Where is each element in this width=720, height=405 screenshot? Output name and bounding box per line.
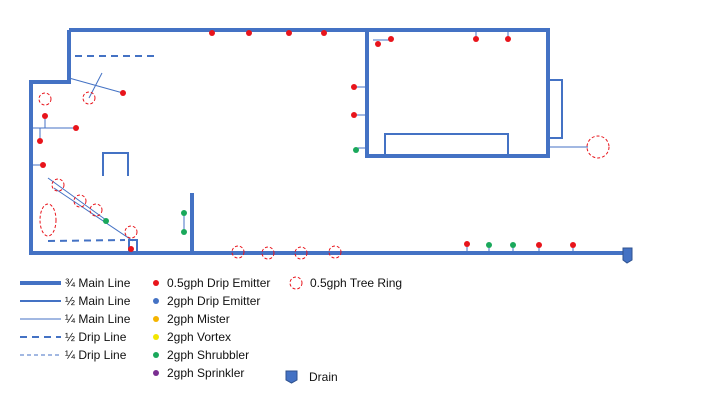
legend-label: ¼ Main Line xyxy=(65,312,131,326)
floor-plan-lines xyxy=(29,28,633,264)
shrubbler xyxy=(181,210,187,216)
legend-dot xyxy=(153,370,159,376)
shrubbler xyxy=(103,218,109,224)
drip-emitter-05gph xyxy=(536,242,542,248)
drip-emitter-05gph xyxy=(473,36,479,42)
tree-ring xyxy=(328,245,342,259)
half-main-closet xyxy=(102,152,129,176)
tree-ring xyxy=(38,92,52,106)
drip-emitter-05gph xyxy=(388,36,394,42)
legend-dot xyxy=(153,298,159,304)
drip-emitter-05gph xyxy=(128,246,134,252)
legend-label: 0.5gph Tree Ring xyxy=(310,276,402,290)
drip-emitter-05gph xyxy=(570,242,576,248)
legend-dot xyxy=(153,280,159,286)
shrubbler xyxy=(510,242,516,248)
tree-ring xyxy=(231,245,245,259)
drain-icon xyxy=(285,370,298,384)
legend-label: 2gph Sprinkler xyxy=(167,366,244,380)
legend-label: 2gph Drip Emitter xyxy=(167,294,260,308)
legend: ¾ Main Line ½ Main Line ¼ Main Line ½ Drip … xyxy=(20,276,402,384)
drip-emitter-05gph xyxy=(464,241,470,247)
drip-emitter-05gph xyxy=(42,113,48,119)
tree-ring xyxy=(89,203,103,217)
half-main-east-bump xyxy=(548,79,563,139)
drip-emitter-05gph xyxy=(286,30,292,36)
drip-emitter-05gph xyxy=(321,30,327,36)
drip-emitter-05gph xyxy=(40,162,46,168)
tree-ring xyxy=(124,225,138,239)
shrubbler xyxy=(181,229,187,235)
legend-label: ¾ Main Line xyxy=(65,276,131,290)
tree-ring xyxy=(82,91,96,105)
drip-emitter-05gph xyxy=(246,30,252,36)
tree-ring xyxy=(39,203,57,237)
legend-label: 0.5gph Drip Emitter xyxy=(167,276,270,290)
legend-dot xyxy=(153,352,159,358)
quarter-line-diag-a xyxy=(47,177,107,221)
tree-ring xyxy=(586,135,610,159)
legend-dot xyxy=(153,334,159,340)
legend-label: ½ Drip Line xyxy=(65,330,127,344)
drip-emitter-05gph xyxy=(37,138,43,144)
legend-label: 2gph Vortex xyxy=(167,330,231,344)
legend-label: 2gph Mister xyxy=(167,312,230,326)
quarter-line-diag-b xyxy=(53,187,134,242)
dashed-circle-icon xyxy=(289,276,303,290)
drip-emitter-05gph xyxy=(120,90,126,96)
drip-emitter-05gph xyxy=(73,125,79,131)
tree-ring xyxy=(261,246,275,260)
shrubbler xyxy=(353,147,359,153)
shrubbler xyxy=(486,242,492,248)
half-main-bench xyxy=(384,133,509,156)
room-east-outline xyxy=(365,28,550,158)
legend-label: Drain xyxy=(309,370,338,384)
half-main-stub xyxy=(128,239,138,253)
main-line-west-south xyxy=(29,30,630,255)
drip-emitter-05gph xyxy=(505,36,511,42)
legend-label: ½ Main Line xyxy=(65,294,131,308)
drip-emitter-05gph xyxy=(351,112,357,118)
legend-label: ¼ Drip Line xyxy=(65,348,127,362)
emitter-markers xyxy=(37,30,610,260)
tree-ring xyxy=(73,194,87,208)
half-drip-line-south xyxy=(47,239,126,242)
drain-icon xyxy=(622,247,633,264)
drip-emitter-05gph xyxy=(375,41,381,47)
tree-ring xyxy=(51,178,65,192)
legend-label: 2gph Shrubbler xyxy=(167,348,249,362)
tree-ring xyxy=(294,246,308,260)
drip-emitter-05gph xyxy=(209,30,215,36)
drip-emitter-05gph xyxy=(351,84,357,90)
quarter-line-branch xyxy=(88,72,103,99)
legend-dot xyxy=(153,316,159,322)
